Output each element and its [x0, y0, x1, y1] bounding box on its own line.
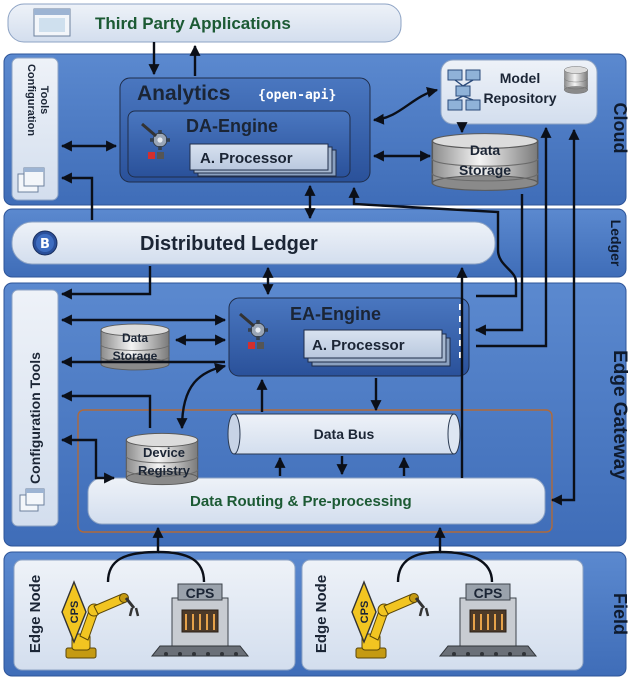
- da-engine-box[interactable]: DA-Engine A. Processor: [127, 110, 351, 178]
- ea-processor-stack[interactable]: A. Processor: [303, 329, 451, 367]
- gateway-config-tools-label: Configuration Tools: [27, 352, 43, 484]
- line-registry-to-gatewayconfig: [60, 390, 152, 428]
- data-routing-preprocessing[interactable]: Data Routing & Pre-processing: [87, 477, 546, 525]
- gateway-config-tools[interactable]: Configuration Tools: [11, 289, 59, 527]
- cloud-config-tools-line-1: Configuration: [25, 64, 37, 136]
- edge-node-left-machine-label: CPS: [186, 585, 215, 601]
- ea-processor-label: A. Processor: [312, 337, 405, 354]
- edge-node-left-label: Edge Node: [27, 575, 44, 653]
- edge-node-left-robot-sign: CPS: [69, 601, 81, 624]
- analytics-api-label: {open-api}: [258, 88, 336, 103]
- arrow-field-right-routing: [396, 526, 446, 583]
- line-repo-to-routing: [550, 128, 580, 506]
- model-repository-database-icon: [564, 66, 588, 94]
- gateway-data-storage[interactable]: Data Storage: [100, 323, 170, 371]
- connectors: [60, 42, 580, 583]
- distributed-ledger-box[interactable]: B Distributed Ledger: [11, 221, 496, 265]
- model-repository-line-2: Repository: [483, 90, 556, 106]
- ea-engine-title: EA-Engine: [290, 304, 381, 324]
- third-party-label: Third Party Applications: [95, 14, 291, 33]
- model-repository-line-1: Model: [500, 70, 540, 86]
- da-engine-gear-icon: [141, 122, 171, 159]
- distributed-ledger-label: Distributed Ledger: [140, 233, 318, 255]
- ea-engine-box[interactable]: EA-Engine A. Processor: [228, 297, 470, 377]
- edge-node-left[interactable]: Edge Node CPS CPS: [13, 559, 296, 671]
- arrow-gatewayconfig-routing: [60, 434, 116, 484]
- arrow-ea-registry: [176, 362, 227, 430]
- cloud-storage-line-2: Storage: [459, 162, 511, 178]
- gateway-storage-line-1: Data: [122, 331, 148, 345]
- gateway-config-window-icon: [19, 488, 45, 512]
- arrow-analytics-model-repo: [372, 86, 439, 125]
- data-bus[interactable]: Data Bus: [227, 413, 461, 455]
- diamond-sign-icon: CPS: [351, 580, 377, 644]
- da-processor-label: A. Processor: [200, 150, 293, 167]
- device-registry-line-2: Registry: [138, 463, 191, 478]
- edge-node-right-label: Edge Node: [313, 575, 330, 653]
- layer-label-cloud: Cloud: [610, 103, 630, 154]
- edge-node-right[interactable]: Edge Node CPS CPS: [301, 559, 584, 671]
- layer-label-field: Field: [610, 593, 630, 635]
- bitcoin-icon: B: [32, 230, 58, 256]
- data-bus-label: Data Bus: [314, 426, 375, 442]
- line-field-left-machine: [157, 550, 206, 583]
- line-repo-to-ea: [476, 126, 552, 348]
- line-field-right-machine: [439, 550, 494, 583]
- layer-label-edge-gateway: Edge Gateway: [609, 350, 630, 480]
- cloud-config-tools[interactable]: Configuration Tools: [11, 57, 59, 201]
- device-registry[interactable]: Device Registry: [125, 432, 199, 486]
- arrow-field-left-routing: [106, 526, 164, 583]
- arrow-dataflow-to-analytics: [348, 186, 518, 298]
- cloud-storage-line-1: Data: [470, 142, 501, 158]
- model-repository-box[interactable]: Model Repository: [440, 59, 598, 125]
- layer-label-ledger: Ledger: [608, 220, 624, 267]
- cloud-data-storage[interactable]: Data Storage: [431, 132, 539, 192]
- da-engine-title: DA-Engine: [186, 116, 278, 136]
- third-party-applications-box[interactable]: Third Party Applications: [7, 3, 402, 43]
- line-ledger-to-gatewayconfig: [60, 266, 152, 300]
- network-icon: [447, 69, 481, 111]
- ea-engine-gear-icon: [239, 312, 269, 349]
- gateway-storage-line-2: Storage: [113, 349, 158, 363]
- cloud-config-tools-line-2: Tools: [38, 86, 50, 115]
- analytics-title: Analytics: [137, 82, 230, 105]
- diamond-sign-icon: CPS: [61, 580, 87, 644]
- da-processor-stack[interactable]: A. Processor: [189, 143, 337, 177]
- edge-node-right-robot-sign: CPS: [359, 601, 371, 624]
- line-storage-to-ea: [474, 194, 524, 336]
- svg-text:B: B: [40, 237, 50, 252]
- config-window-icon: [17, 167, 45, 193]
- data-routing-label: Data Routing & Pre-processing: [190, 493, 412, 510]
- device-registry-line-1: Device: [143, 445, 185, 460]
- line-ledger-to-cloudconfig: [60, 172, 94, 220]
- window-icon: [33, 8, 71, 37]
- edge-node-right-machine-label: CPS: [474, 585, 503, 601]
